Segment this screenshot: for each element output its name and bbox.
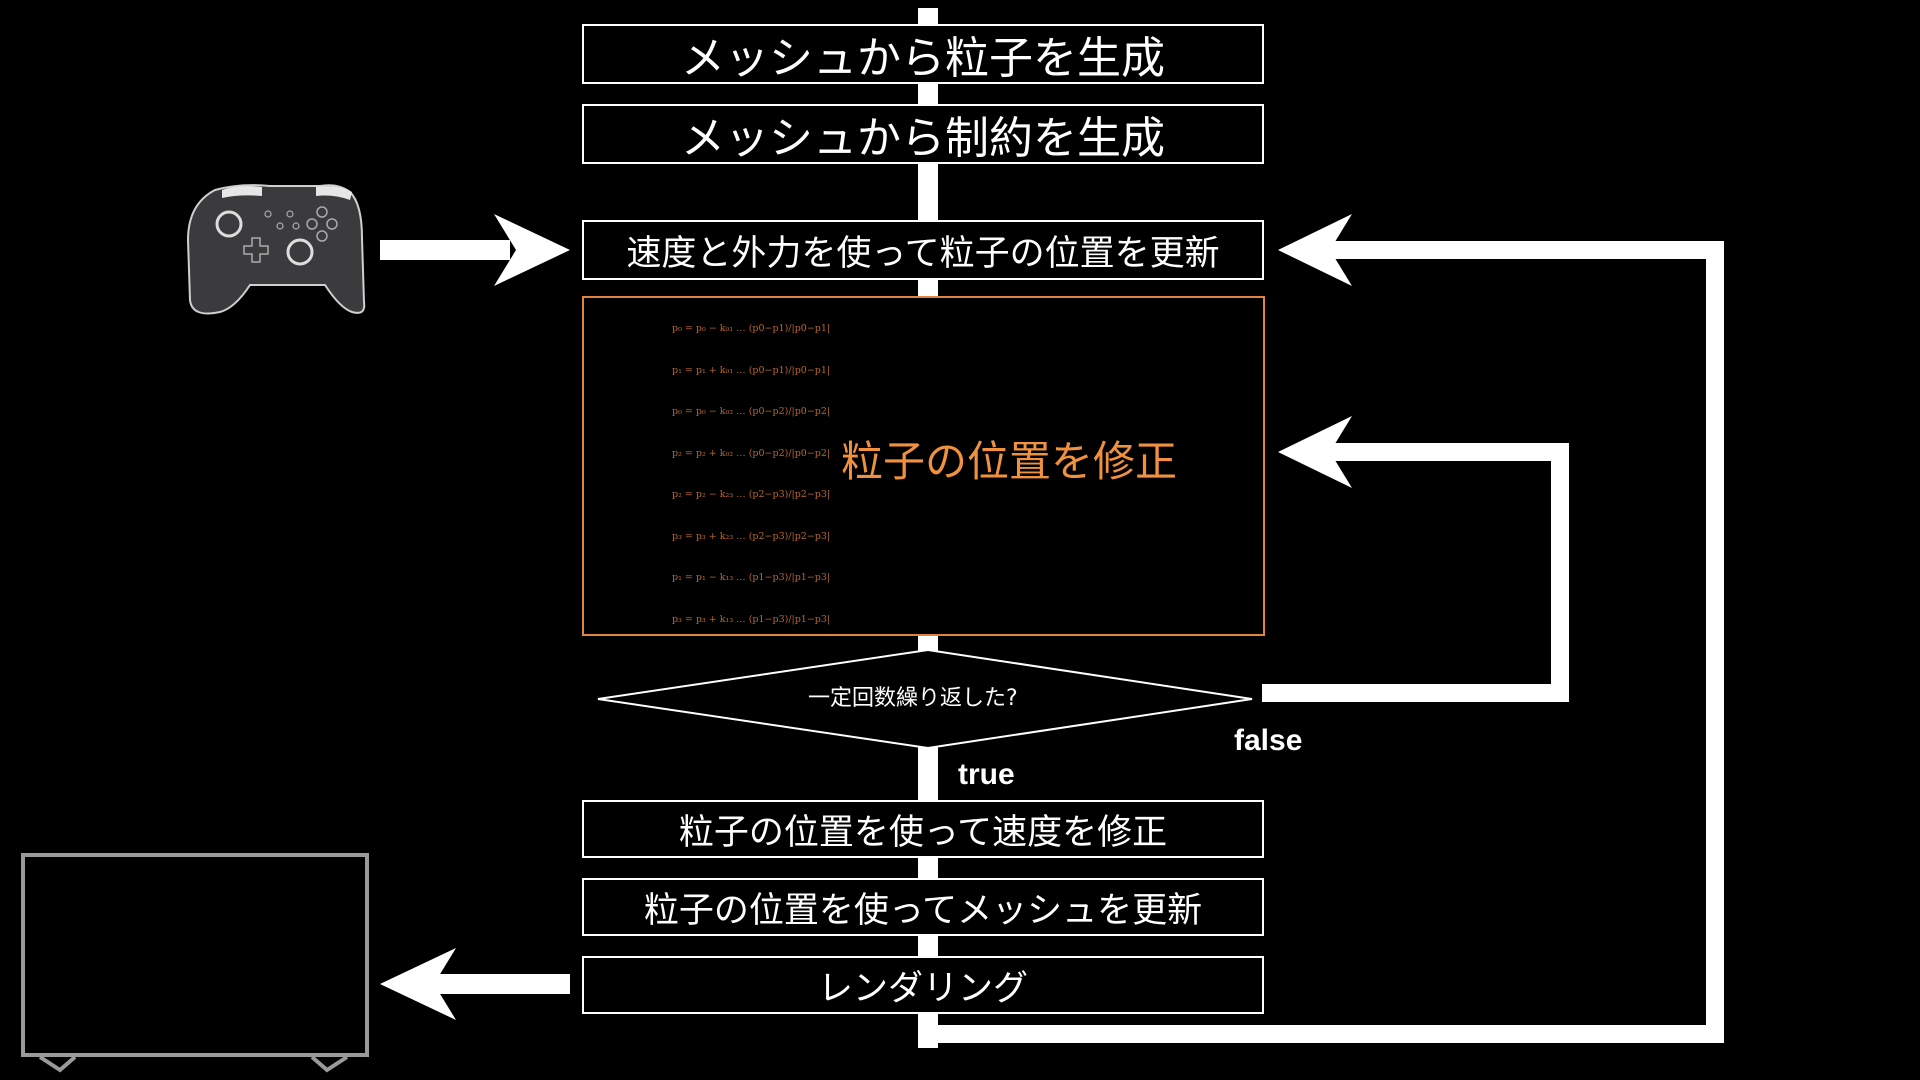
step-update-positions: 速度と外力を使って粒子の位置を更新 xyxy=(582,220,1264,280)
outer-loop-arrowhead xyxy=(1278,214,1352,286)
step-correct-positions: p₀ = p₀ − k₀₁ … (p0−p1)/|p0−p1| p₁ = p₁ … xyxy=(582,296,1265,636)
equation: p₀ = p₀ − k₀₁ … (p0−p1)/|p0−p1| xyxy=(672,323,831,334)
false-branch-label: false xyxy=(1234,724,1303,757)
step-update-mesh: 粒子の位置を使ってメッシュを更新 xyxy=(582,878,1264,936)
decision-diamond xyxy=(597,648,1253,750)
output-arrow-shaft xyxy=(434,974,570,994)
equation: p₃ = p₃ + k₂₃ … (p2−p3)/|p2−p3| xyxy=(672,530,831,542)
equation: p₃ = p₃ + k₁₃ … (p1−p3)/|p1−p3| xyxy=(672,613,831,625)
equation: p₁ = p₁ − k₁₃ … (p1−p3)/|p1−p3| xyxy=(672,572,831,583)
equation: p₂ = p₂ − k₂₃ … (p2−p3)/|p2−p3| xyxy=(672,489,831,500)
gamepad-icon xyxy=(186,184,366,315)
equation: p₂ = p₂ + k₀₂ … (p0−p2)/|p0−p2| xyxy=(672,447,831,459)
decision-question: 一定回数繰り返した? xyxy=(808,686,1018,711)
outer-loop-line xyxy=(928,241,1724,1043)
step-generate-particles: メッシュから粒子を生成 xyxy=(582,24,1264,84)
constraint-step-title: 粒子の位置を修正 xyxy=(841,437,1178,486)
constraint-equations: p₀ = p₀ − k₀₁ … (p0−p1)/|p0−p1| p₁ = p₁ … xyxy=(672,308,842,640)
equation: p₁ = p₁ + k₀₁ … (p0−p1)/|p0−p1| xyxy=(672,364,831,376)
input-arrow-shaft xyxy=(380,240,510,260)
inner-loop-line xyxy=(1262,443,1569,702)
input-arrow-head xyxy=(494,214,570,286)
step-generate-constraints: メッシュから制約を生成 xyxy=(582,104,1264,164)
monitor-icon xyxy=(21,853,369,1073)
step-correct-velocity: 粒子の位置を使って速度を修正 xyxy=(582,800,1264,858)
true-branch-label: true xyxy=(958,758,1015,791)
step-rendering: レンダリング xyxy=(582,956,1264,1014)
equation: p₀ = p₀ − k₀₂ … (p0−p2)/|p0−p2| xyxy=(672,406,831,417)
inner-loop-arrowhead xyxy=(1278,416,1352,488)
output-arrow-head xyxy=(380,948,456,1020)
